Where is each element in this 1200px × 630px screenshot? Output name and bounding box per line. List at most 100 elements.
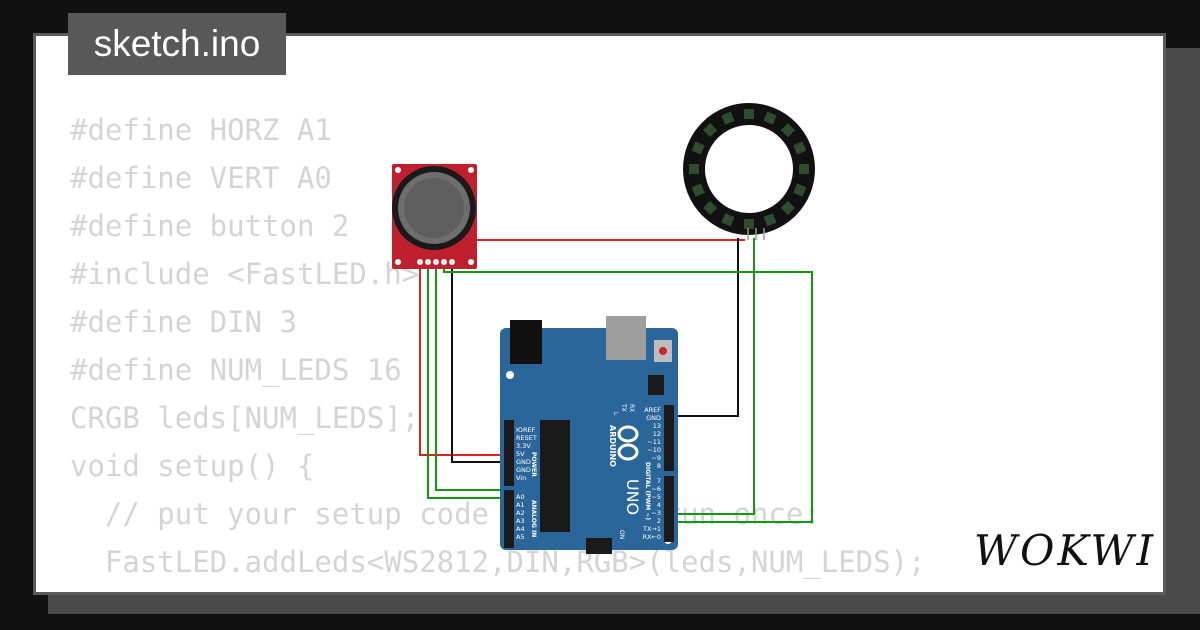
file-title-tab: sketch.ino xyxy=(68,13,286,75)
joystick-pin xyxy=(449,259,455,265)
ring-led xyxy=(721,111,735,125)
joystick-pin xyxy=(417,259,423,265)
mount-hole xyxy=(395,167,401,173)
microcontroller-chip xyxy=(540,420,570,532)
pin-label: TX→1 xyxy=(642,525,661,533)
led-ring-leds xyxy=(689,109,809,229)
arduino-model-label: UNO xyxy=(623,479,642,515)
power-pin-labels: IOREF RESET 3.3V 5V GND GND Vin xyxy=(516,426,537,482)
pin-label: 12 xyxy=(653,430,661,438)
joystick-pin xyxy=(425,259,431,265)
pin-label: ~5 xyxy=(651,493,661,501)
pin-label: 2 xyxy=(657,517,661,525)
ring-led xyxy=(721,213,735,227)
code-line: #include <FastLED.h> xyxy=(70,257,420,291)
pin-label: ~9 xyxy=(651,454,661,462)
joystick-module[interactable] xyxy=(392,164,477,269)
icsp-header-bottom xyxy=(586,538,612,554)
ring-led xyxy=(780,200,795,215)
arduino-brand-label: ARDUINO xyxy=(608,425,617,467)
pin-label: 13 xyxy=(653,422,661,430)
analog-header xyxy=(504,490,514,548)
pin-label: ~11 xyxy=(647,438,661,446)
arduino-uno[interactable]: IOREF RESET 3.3V 5V GND GND Vin A0 A1 A2… xyxy=(500,316,678,554)
pin-label: ~10 xyxy=(647,446,661,454)
signal-wire-din xyxy=(672,238,755,515)
led-label: TX xyxy=(620,403,627,412)
mount-hole xyxy=(468,259,474,265)
pin-label: AREF xyxy=(644,406,661,414)
digital-header-top xyxy=(664,405,674,471)
pin-label: A5 xyxy=(516,533,525,541)
digital-top-pin-labels: AREF GND 13 12 ~11 ~10 ~9 8 xyxy=(644,406,661,470)
pin-label: ~3 xyxy=(651,509,661,517)
wires xyxy=(419,238,813,523)
power-header-label: POWER xyxy=(530,452,537,477)
ring-led xyxy=(793,141,807,155)
joystick-pin xyxy=(441,259,447,265)
led-labels: L TX RX xyxy=(612,403,635,416)
code-line: #define DIN 3 xyxy=(70,305,297,339)
ring-led xyxy=(763,213,777,227)
signal-wire-button xyxy=(443,268,813,523)
ring-led xyxy=(689,164,699,174)
usb-port xyxy=(606,316,646,360)
code-line: #define HORZ A1 xyxy=(70,113,332,147)
pin-label: 7 xyxy=(657,477,661,485)
led-label: RX xyxy=(628,404,635,412)
pin-label: GND xyxy=(646,414,661,422)
mount-hole xyxy=(468,167,474,173)
ring-led xyxy=(763,111,777,125)
ring-led xyxy=(780,123,795,138)
reset-button-cap xyxy=(659,347,667,355)
mount-hole xyxy=(506,371,514,379)
pin-label: RX←0 xyxy=(642,533,661,541)
ring-led xyxy=(703,123,718,138)
signal-wire-horz xyxy=(427,268,512,499)
file-title: sketch.ino xyxy=(93,23,261,64)
pin-label: GND xyxy=(516,466,531,474)
ground-wire-ring xyxy=(672,238,739,417)
pin-label: RESET xyxy=(516,434,537,442)
mount-hole xyxy=(395,259,401,265)
pin-label: A2 xyxy=(516,509,525,517)
analog-header-label: ANALOG IN xyxy=(530,500,537,537)
code-line: #define VERT A0 xyxy=(70,161,332,195)
pin-label: 8 xyxy=(657,462,661,470)
pin-label: 3.3V xyxy=(516,442,531,450)
arduino-logo-icon xyxy=(617,425,639,461)
ring-led xyxy=(691,183,705,197)
pin-label: ~6 xyxy=(651,485,661,493)
ring-led xyxy=(793,183,807,197)
pin-label: A0 xyxy=(516,493,525,501)
ring-led xyxy=(744,109,754,119)
pin-label: A3 xyxy=(516,517,525,525)
pin-label: Vin xyxy=(516,474,526,482)
power-header xyxy=(504,420,514,486)
analog-pin-labels: A0 A1 A2 A3 A4 A5 xyxy=(516,493,525,541)
digital-bottom-pin-labels: 7 ~6 ~5 4 ~3 2 TX→1 RX←0 xyxy=(642,477,661,541)
on-label: ON xyxy=(618,530,625,539)
ring-led xyxy=(799,164,809,174)
pin-label: 4 xyxy=(657,501,661,509)
code-line: CRGB leds[NUM_LEDS]; xyxy=(70,401,420,435)
code-line: #define NUM_LEDS 16 xyxy=(70,353,402,387)
pin-label: GND xyxy=(516,458,531,466)
ground-wire-joystick xyxy=(451,268,510,463)
led-ring[interactable] xyxy=(683,103,815,240)
pin-label: 5V xyxy=(516,450,525,458)
pin-label: A1 xyxy=(516,501,525,509)
joystick-knob-top xyxy=(404,178,464,238)
power-wire-joystick xyxy=(419,268,510,456)
joystick-pin xyxy=(433,259,439,265)
code-background: #define HORZ A1 #define VERT A0 #define bu… xyxy=(70,106,926,592)
code-line: void setup() { xyxy=(70,449,315,483)
code-line: #define button 2 xyxy=(70,209,350,243)
led-label: L xyxy=(612,412,619,416)
signal-wire-vert xyxy=(435,268,512,491)
digital-header-bottom xyxy=(664,476,674,542)
pin-label: IOREF xyxy=(516,426,536,434)
project-preview-card[interactable]: #define HORZ A1 #define VERT A0 #define bu… xyxy=(33,33,1166,595)
pin-label: A4 xyxy=(516,525,525,533)
